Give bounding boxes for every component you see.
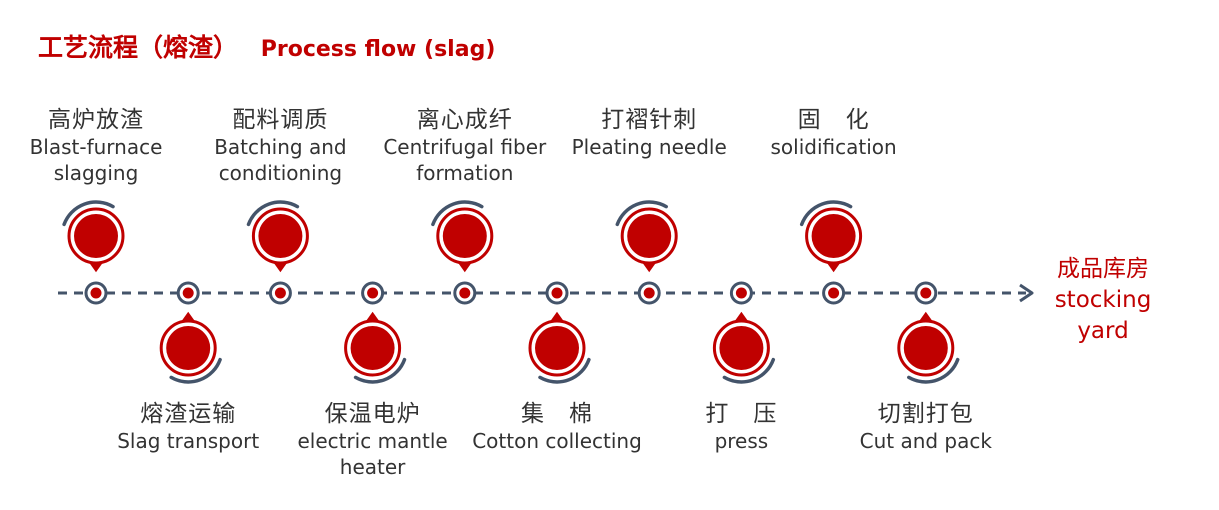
step-label-zh: 熔渣运输: [140, 401, 237, 427]
marker-arc: [907, 357, 960, 384]
endpoint-label: 成品库房 stocking yard: [1040, 254, 1166, 347]
marker-fill: [811, 214, 856, 258]
marker-arc: [799, 200, 853, 227]
title-en: Process flow (slag): [260, 37, 496, 62]
marker-arc: [722, 357, 776, 384]
marker-fill: [903, 326, 948, 370]
step-label-en: Centrifugal fiber formation: [383, 135, 547, 185]
step-label-zh: 离心成纤: [416, 107, 513, 133]
endpoint-label-zh: 成品库房: [1057, 256, 1149, 282]
timeline-node-dot: [182, 287, 194, 299]
marker-fill: [74, 214, 118, 258]
marker-fill: [442, 214, 487, 258]
marker-fill: [258, 214, 303, 258]
timeline-node-dot: [643, 287, 655, 299]
step-label-en: Cut and pack: [859, 429, 992, 453]
marker-fill: [627, 214, 672, 258]
step-label-en: Cotton collecting: [472, 429, 642, 453]
step-label-en: solidification: [770, 135, 897, 159]
marker-fill: [719, 326, 764, 370]
step-label-en: Blast-furnace slagging: [29, 135, 163, 185]
step-label-zh: 高炉放渣: [48, 107, 144, 133]
step-label-zh: 切割打包: [877, 401, 974, 427]
marker-arc: [353, 357, 407, 384]
marker-arc: [62, 200, 115, 227]
step-label-en: Pleating needle: [571, 135, 727, 159]
timeline-node-dot: [459, 287, 471, 299]
marker-arc: [615, 200, 668, 227]
marker-fill: [350, 326, 395, 370]
marker-arc: [431, 200, 484, 227]
marker-arc: [246, 200, 300, 227]
step-label-zh: 配料调质: [232, 107, 329, 133]
marker-fill: [535, 326, 579, 370]
marker-fill: [166, 326, 211, 370]
marker-arc: [538, 357, 591, 384]
step-label-en: Batching and conditioning: [214, 135, 347, 185]
timeline-node-dot: [920, 287, 932, 299]
timeline-node-dot: [90, 287, 102, 299]
timeline-node-dot: [735, 287, 747, 299]
step-label-zh: 打褶针刺: [601, 107, 698, 133]
timeline-node-dot: [367, 287, 379, 299]
endpoint-label-en: stocking yard: [1054, 287, 1152, 344]
step-label-zh: 打 压: [705, 401, 778, 427]
step-label-zh: 保温电炉: [324, 401, 421, 427]
step-label-en: Slag transport: [117, 429, 260, 453]
step-label-en: electric mantle heater: [297, 429, 448, 479]
step-label-zh: 固 化: [797, 107, 870, 133]
timeline-node-dot: [551, 287, 563, 299]
timeline-node-dot: [828, 287, 840, 299]
marker-arc: [169, 357, 222, 384]
timeline-arrow-icon: [1019, 283, 1034, 303]
step-label-zh: 集 棉: [521, 401, 593, 427]
timeline-node-dot: [274, 287, 286, 299]
step-label-en: press: [714, 429, 769, 453]
page-title: 工艺流程（熔渣） Process flow (slag): [38, 28, 495, 64]
title-zh: 工艺流程（熔渣）: [38, 33, 239, 62]
